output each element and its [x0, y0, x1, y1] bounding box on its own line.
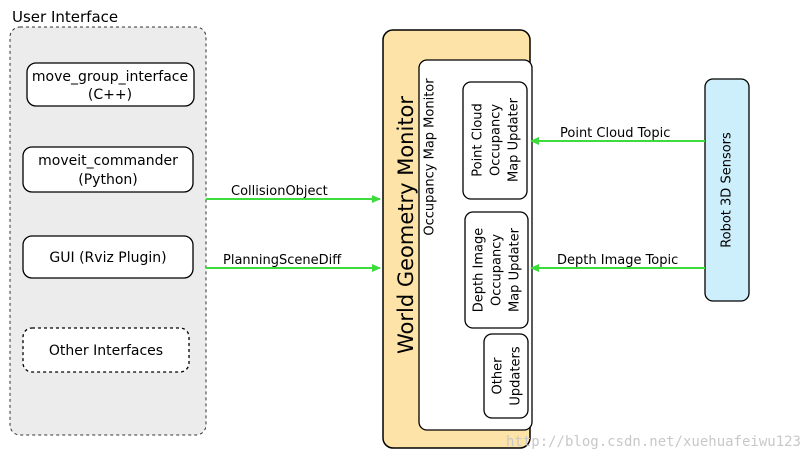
edge-planning-scene-diff: PlanningSceneDiff [206, 253, 381, 272]
world-geometry-monitor-label: World Geometry Monitor [394, 96, 418, 354]
other-updaters-line1: Other [491, 357, 506, 395]
edge-collision-object: CollisionObject [206, 184, 381, 203]
watermark: http://blog.csdn.net/xuehuafeiwu123 [506, 434, 801, 450]
point-cloud-updater-line1: Point Cloud [471, 103, 486, 177]
move-group-interface-box[interactable]: move_group_interface (C++) [26, 62, 195, 107]
depth-image-updater-line2: Occupancy [490, 234, 505, 306]
moveit-commander-line2: (Python) [78, 172, 137, 188]
depth-image-topic-label: Depth Image Topic [557, 253, 678, 268]
moveit-commander-line1: moveit_commander [38, 153, 178, 169]
moveit-commander-box[interactable]: moveit_commander (Python) [22, 146, 194, 193]
other-interfaces-box[interactable]: Other Interfaces [22, 327, 190, 373]
edge-point-cloud-topic: Point Cloud Topic [530, 126, 705, 145]
depth-image-updater-line1: Depth Image [472, 228, 487, 312]
user-interface-title: User Interface [12, 8, 118, 26]
planning-scene-diff-label: PlanningSceneDiff [223, 253, 342, 268]
point-cloud-topic-label: Point Cloud Topic [560, 126, 670, 141]
point-cloud-updater-line2: Occupancy [489, 104, 504, 176]
collision-object-label: CollisionObject [231, 184, 328, 199]
robot-3d-sensors-label: Robot 3D Sensors [720, 132, 735, 248]
other-interfaces-label: Other Interfaces [49, 343, 163, 359]
point-cloud-updater-line3: Map Updater [507, 97, 522, 182]
gui-rviz-plugin-label: GUI (Rviz Plugin) [49, 250, 166, 266]
move-group-interface-line1: move_group_interface [32, 69, 188, 85]
depth-image-updater[interactable]: Depth Image Occupancy Map Updater [464, 211, 529, 329]
occupancy-map-monitor-label: Occupancy Map Monitor [423, 78, 438, 236]
other-updaters-line2: Updaters [509, 346, 524, 405]
edge-depth-image-topic: Depth Image Topic [530, 253, 705, 272]
point-cloud-updater[interactable]: Point Cloud Occupancy Map Updater [462, 81, 528, 200]
robot-3d-sensors[interactable]: Robot 3D Sensors [704, 78, 750, 302]
user-interface-panel: User Interface move_group_interface (C++… [9, 8, 207, 436]
move-group-interface-line2: (C++) [88, 87, 132, 103]
other-updaters[interactable]: Other Updaters [483, 333, 529, 419]
gui-rviz-plugin-box[interactable]: GUI (Rviz Plugin) [22, 235, 194, 279]
depth-image-updater-line3: Map Updater [508, 227, 523, 312]
